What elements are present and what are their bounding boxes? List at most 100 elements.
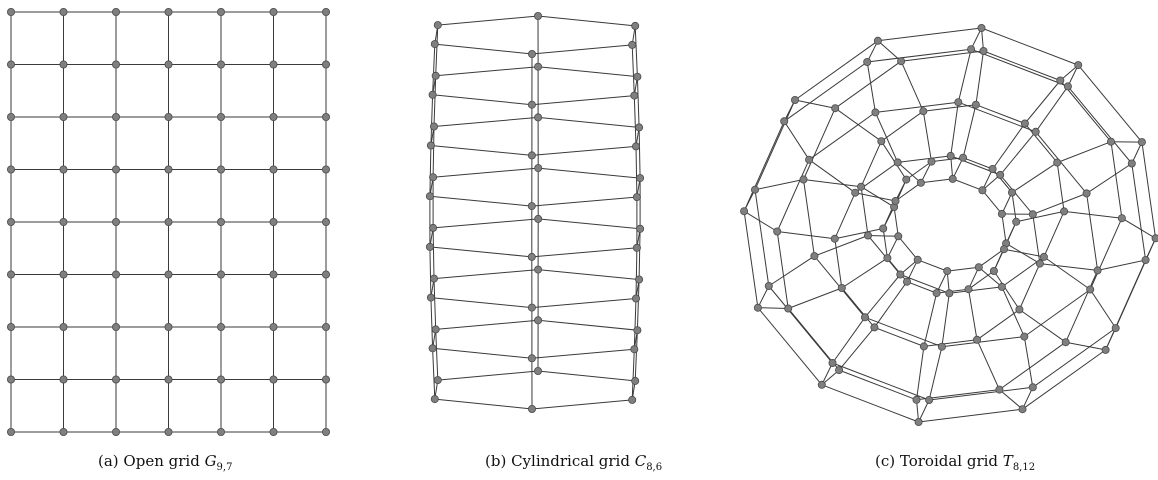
torus-node <box>1060 207 1069 216</box>
torus-edge <box>1057 141 1112 164</box>
torus-edge <box>918 408 1023 423</box>
cylinder-edge <box>432 94 532 106</box>
toroidal-grid-diagram <box>740 23 1158 426</box>
grid-node <box>7 60 15 69</box>
cylinder-edge <box>531 247 637 258</box>
cylinder-node <box>428 344 437 353</box>
torus-edge <box>1005 242 1041 265</box>
torus-node <box>914 417 923 426</box>
cylinder-node <box>636 174 645 183</box>
grid-node <box>7 270 15 279</box>
torus-edge <box>834 238 843 289</box>
cylinder-node <box>428 90 437 99</box>
torus-edge <box>1019 309 1066 343</box>
torus-edge <box>860 140 882 187</box>
torus-node <box>750 185 759 194</box>
torus-node <box>913 255 922 264</box>
torus-edge <box>999 131 1037 176</box>
cylinder-edge <box>432 347 532 359</box>
torus-node <box>864 231 873 240</box>
grid-node <box>216 113 225 122</box>
torus-edge <box>838 327 875 371</box>
toroidal-grid-caption: (c) Toroidal grid T8,12 <box>875 452 1035 473</box>
torus-edge <box>999 389 1023 410</box>
torus-node <box>916 178 925 187</box>
torus-edge <box>952 178 983 191</box>
torus-edge <box>803 179 815 257</box>
cylinder-node <box>635 123 644 132</box>
cylinder-edge <box>434 43 533 55</box>
torus-node <box>977 23 986 32</box>
cylinder-node <box>426 141 435 150</box>
cylinder-edge <box>538 66 638 78</box>
torus-edge <box>821 362 833 386</box>
cylinder-edge <box>435 329 439 381</box>
grid-node <box>321 322 330 331</box>
torus-edge <box>999 341 1066 391</box>
torus-edge <box>855 192 896 202</box>
torus-edge <box>776 159 810 232</box>
torus-edge <box>754 189 770 287</box>
cylindrical-grid-subscript: 8,6 <box>646 462 663 473</box>
torus-node <box>828 358 837 367</box>
torus-edge <box>743 211 759 308</box>
grid-node <box>164 427 173 436</box>
torus-edge <box>874 112 899 163</box>
cylinder-edge <box>538 167 641 179</box>
torus-node <box>805 155 814 164</box>
cylinder-edge <box>430 297 434 349</box>
torus-edge <box>906 259 919 282</box>
cylinder-edge <box>429 246 432 298</box>
torus-node <box>902 175 911 184</box>
torus-edge <box>962 157 993 170</box>
torus-node <box>784 304 793 313</box>
torus-edge <box>743 121 785 212</box>
grid-node <box>269 165 278 174</box>
torus-edge <box>1043 256 1091 290</box>
torus-edge <box>941 336 1025 348</box>
grid-node <box>321 113 330 122</box>
cylinder-node <box>635 275 644 284</box>
torus-node <box>971 100 980 109</box>
cylinder-edge <box>537 370 636 382</box>
torus-node <box>799 175 808 184</box>
torus-node <box>1093 266 1102 275</box>
cylinder-edge <box>634 330 638 381</box>
grid-node <box>59 427 68 436</box>
cylinder-edge <box>635 146 638 198</box>
torus-node <box>861 313 870 322</box>
torus-node <box>1007 188 1016 197</box>
torus-edge <box>838 369 917 401</box>
grid-node <box>216 427 225 436</box>
torus-edge <box>864 274 901 318</box>
torus-node <box>996 170 1005 179</box>
torus-edge <box>794 99 836 109</box>
torus-node <box>883 254 892 263</box>
torus-node <box>932 289 941 298</box>
grid-node <box>112 427 121 436</box>
cylinder-edge <box>430 94 434 146</box>
cylindrical-grid-caption-prefix: (b) Cylindrical grid <box>485 452 635 470</box>
grid-node <box>7 165 15 174</box>
grid-node <box>59 7 68 16</box>
torus-edge <box>886 236 899 259</box>
grid-node <box>269 113 278 122</box>
cylinder-edge <box>435 319 539 330</box>
torus-edge <box>834 228 884 240</box>
torus-edge <box>957 49 972 103</box>
toroidal-grid-caption-prefix: (c) Toroidal grid <box>875 452 1003 470</box>
torus-edge <box>941 293 950 347</box>
torus-edge <box>1011 162 1058 193</box>
torus-edge <box>897 162 922 184</box>
torus-edge <box>873 281 908 328</box>
grid-node <box>164 165 173 174</box>
torus-edge <box>1105 327 1117 351</box>
torus-node <box>979 47 988 56</box>
torus-node <box>989 266 998 275</box>
torus-edge <box>1097 259 1146 271</box>
torus-edge <box>1110 141 1123 219</box>
torus-node <box>810 252 819 261</box>
torus-edge <box>834 192 856 239</box>
torus-node <box>972 335 981 344</box>
torus-node <box>964 285 973 294</box>
